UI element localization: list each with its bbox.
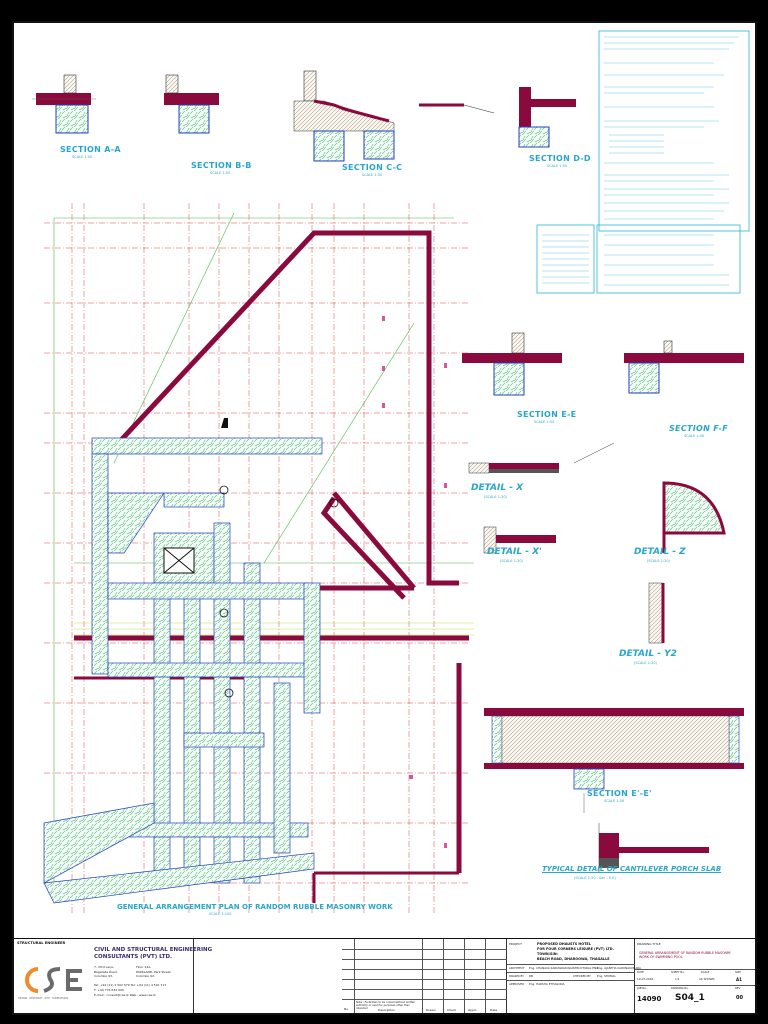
- rev-header-drawn: Drawn: [426, 1008, 436, 1012]
- scale-label: SCALE: [701, 971, 710, 974]
- drawn-label: DRAWN BY: [509, 974, 524, 978]
- project-cell: PROJECT PROPOSED DHAUSTS HOTEL FOR FOUR …: [507, 939, 641, 1013]
- section-b-b-scale: SCALE 1:50: [210, 171, 231, 175]
- drawing-sheet: SECTION A-A SCALE 1:50 SECTION B-B SCALE…: [12, 21, 757, 1015]
- revision-cell: Note : Forbidden to be copied without wr…: [342, 939, 507, 1013]
- section-d-d-scale: SCALE 1:50: [547, 164, 568, 168]
- address-1: 7, 33rd Lane, Bagatalle Road, Colombo 03…: [94, 965, 118, 978]
- blank-cell: [194, 939, 342, 1013]
- sheet-value: 1/1: [675, 977, 680, 981]
- drawing-title-label: DRAWING TITLE: [637, 942, 661, 946]
- plan-title: GENERAL ARRANGEMENT PLAN OF RANDOM RUBBL…: [117, 903, 393, 911]
- porch-slab-drawing: [598, 823, 709, 873]
- drawing-title: GENERAL ARRANGEMENT OF RANDOM RUBBLE MAS…: [639, 951, 731, 960]
- porch-slab-scale: (SCALE 1:20 - Sec - E-E): [574, 876, 616, 880]
- section-c-c-scale: SCALE 1:50: [362, 173, 383, 177]
- drawing-canvas: [32, 30, 750, 913]
- structural-label: STRUCTURAL ENG.: [573, 966, 600, 970]
- cse-logo: DESIGN · RESEARCH · SITE · SUPERVISION: [18, 957, 88, 1007]
- detail-x2-scale: (SCALE 1:20): [500, 559, 523, 563]
- legend-box: [596, 224, 741, 294]
- detail-z-drawing: [662, 481, 726, 553]
- size-label: SIZE: [735, 971, 741, 974]
- rev-label: REV: [735, 987, 741, 990]
- project-line-4: BEACH ROAD, DHAROOWA, THAGALLE: [537, 957, 610, 961]
- detail-y2-scale: (SCALE 1:20): [634, 661, 657, 665]
- rev-header-check: Check: [447, 1008, 457, 1012]
- section-d-d-title: SECTION D-D: [529, 154, 591, 163]
- address-2: Floor 12A, PARKLAND, Park Street, Colomb…: [136, 965, 172, 978]
- drawing-info-cell: DRAWING TITLE GENERAL ARRANGEMENT OF RAN…: [635, 939, 755, 1013]
- section-a-a-title: SECTION A-A: [60, 145, 121, 154]
- date-value: 19-07-2016: [637, 977, 654, 981]
- drawn-value: DB: [529, 974, 534, 978]
- architect-label: ARCHITECT: [509, 966, 525, 970]
- section-c-c-title: SECTION C-C: [342, 163, 403, 172]
- detail-x2-drawing: [483, 526, 556, 554]
- size-value: A1: [736, 977, 742, 982]
- section-b-b-drawing: [164, 74, 219, 134]
- job-label: JOB No.: [637, 987, 647, 990]
- project-line-3: TOWN/SIN:: [537, 952, 558, 956]
- structural-engineer-label: STRUCTURAL ENGINEER: [17, 941, 66, 945]
- detail-z-scale: (SCALE 1:20): [647, 559, 670, 563]
- detail-z-title: DETAIL - Z: [634, 547, 686, 557]
- detail-x-title: DETAIL - X: [471, 483, 524, 493]
- detail-y2-drawing: [648, 582, 665, 644]
- project-line-1: PROPOSED DHAUSTS HOTEL: [537, 942, 591, 946]
- section-a-a-scale: SCALE 1:50: [72, 155, 93, 159]
- architect-value: Eng. CHANAKA KARUNANAYAKA: [529, 966, 574, 970]
- sheet-label: SHEET No.: [671, 971, 685, 974]
- job-value: 14090: [637, 995, 662, 1003]
- company-line1: CIVIL AND STRUCTURAL ENGINEERING: [94, 947, 213, 953]
- section-f-f-title: SECTION F-F: [669, 424, 728, 433]
- cse-logo-icon: [25, 967, 82, 993]
- detail-x-drawing: [468, 442, 615, 474]
- fax-line: F: +94 776 632 609: [94, 988, 124, 992]
- section-f-f-drawing: [624, 340, 744, 394]
- approved-label: APPROVED: [509, 982, 525, 986]
- structural-value: Eng. AJANTHA KARUNAKUMARA: [597, 966, 641, 970]
- detail-x2-title: DETAIL - X': [487, 547, 542, 557]
- drg-label: DRAWING No.: [671, 987, 689, 990]
- section-e-e-scale: SCALE 1:50: [534, 420, 555, 424]
- detail-x-scale: (SCALE 1:20): [484, 495, 507, 499]
- rev-header-appd: Appd.: [468, 1008, 477, 1012]
- project-label: PROJECT: [509, 942, 522, 946]
- section-a-a-drawing: [32, 74, 96, 134]
- email-line: E-mail : consult@cse.lk Web : www.cse.lk: [94, 993, 156, 997]
- scale-value: AS SHOWN: [699, 977, 715, 981]
- company-line2: CONSULTANTS (PVT) LTD.: [94, 954, 173, 960]
- section-f-f-scale: SCALE 1:50: [684, 434, 705, 438]
- tel-line: Tel: +94 (11) 2 502 679 Tel: +94 (11) 4 …: [94, 983, 167, 987]
- title-block: STRUCTURAL ENGINEER DESIGN · RESEARCH · …: [14, 938, 755, 1013]
- drg-value: S04_1: [675, 993, 705, 1003]
- section-c-c-drawing: [293, 70, 495, 162]
- rev-header-no: No.: [344, 1007, 349, 1011]
- detail-y2-title: DETAIL - Y2: [619, 649, 677, 659]
- porch-slab-title: TYPICAL DETAIL OF CANTILEVER PORCH SLAB: [542, 865, 722, 873]
- checked-value: Eng. SHUMAL: [597, 974, 616, 978]
- section-e2-e2-title: SECTION E'-E': [587, 789, 652, 798]
- section-d-d-drawing: [518, 87, 576, 148]
- checked-label: CHECKED BY: [573, 974, 591, 978]
- rev-value: 00: [736, 995, 743, 1001]
- logo-tagline: DESIGN · RESEARCH · SITE · SUPERVISION: [18, 997, 69, 1000]
- section-e2-e2-drawing: [484, 708, 744, 813]
- revision-note: Note : Forbidden to be copied without wr…: [356, 1001, 416, 1011]
- project-line-2: FOR FOUR CORNERS LEISURE (PVT) LTD.: [537, 947, 614, 951]
- section-b-b-title: SECTION B-B: [191, 161, 252, 170]
- approved-value: Eng. HARSHA ETHAGODA: [529, 982, 565, 986]
- consultant-cell: STRUCTURAL ENGINEER DESIGN · RESEARCH · …: [14, 939, 212, 1013]
- section-e-e-drawing: [462, 332, 562, 396]
- rev-header-date: Date: [490, 1008, 498, 1012]
- rev-header-desc: Description: [378, 1008, 396, 1012]
- date-label: DATE: [637, 971, 644, 974]
- abbreviation-box: [536, 224, 595, 294]
- section-e2-e2-scale: SCALE 1:50: [604, 799, 625, 803]
- general-notes-box: [598, 30, 750, 232]
- plan-scale: SCALE 1:100: [209, 912, 232, 916]
- ga-plan-drawing: [43, 203, 474, 913]
- section-e-e-title: SECTION E-E: [517, 410, 577, 419]
